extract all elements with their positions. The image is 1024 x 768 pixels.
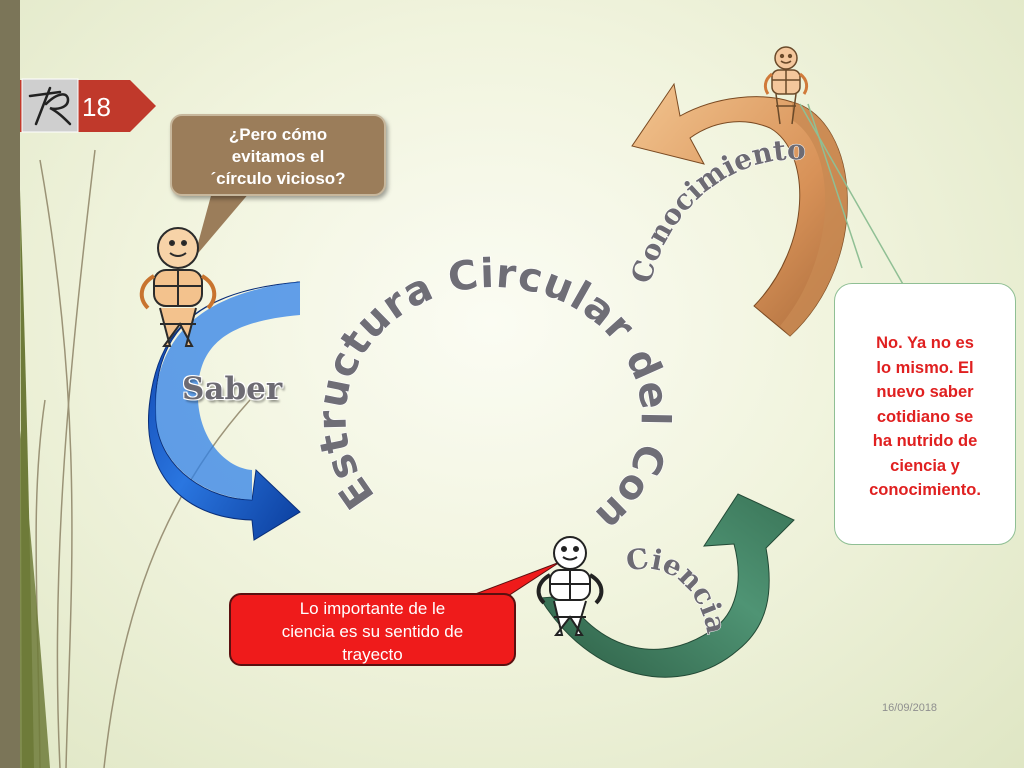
science-bubble: Lo importante de le ciencia es su sentid… — [229, 593, 516, 666]
person-icon — [536, 536, 604, 636]
slide-number: 18 — [82, 92, 111, 122]
saber-label: Saber — [182, 371, 283, 407]
answer-connector — [799, 103, 905, 287]
slide-logo-icon — [28, 86, 72, 126]
saber-arrow — [148, 281, 301, 541]
left-grass-fill — [20, 190, 50, 768]
person-icon — [139, 227, 217, 347]
left-accent-bar — [0, 0, 20, 768]
ciencia-arrow — [539, 493, 795, 678]
answer-bubble: No. Ya no es lo mismo. El nuevo saber co… — [834, 283, 1016, 545]
question-text: ¿Pero cómo evitamos el ´círculo vicioso? — [210, 125, 346, 188]
slide-date: 16/09/2018 — [882, 702, 938, 714]
ciencia-label: Ciencia — [624, 542, 733, 637]
science-text: Lo importante de le ciencia es su sentid… — [281, 599, 464, 664]
conocimiento-label: Conocimiento — [625, 133, 806, 287]
question-bubble: ¿Pero cómo evitamos el ´círculo vicioso? — [170, 114, 386, 196]
question-bubble-tail — [194, 192, 250, 258]
person-icon — [763, 46, 809, 125]
slide-number-tab — [20, 78, 156, 133]
answer-text: No. Ya no es lo mismo. El nuevo saber co… — [869, 334, 981, 499]
